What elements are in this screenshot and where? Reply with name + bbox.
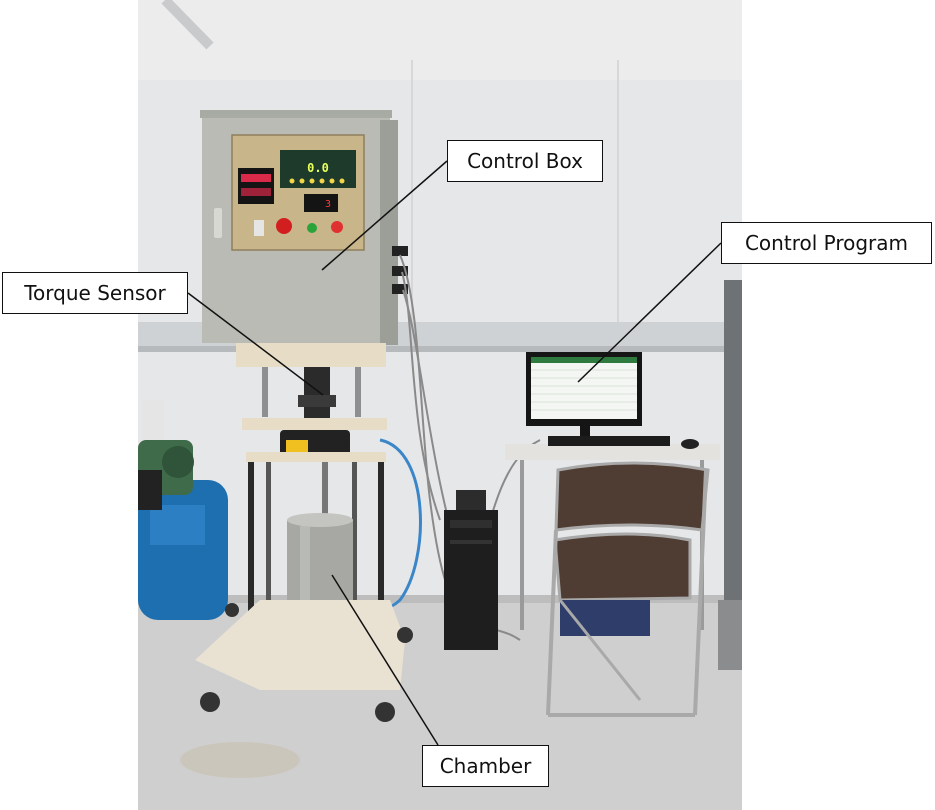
folding-chair bbox=[546, 461, 710, 717]
label-control-program: Control Program bbox=[721, 222, 932, 264]
rig-base bbox=[195, 600, 413, 722]
svg-text:3: 3 bbox=[325, 199, 331, 210]
leader-control-box bbox=[321, 160, 448, 271]
air-compressor bbox=[138, 400, 228, 620]
label-chamber: Chamber bbox=[422, 745, 549, 787]
leader-torque-sensor bbox=[187, 292, 324, 396]
keyboard bbox=[548, 436, 670, 446]
label-control-box: Control Box bbox=[447, 140, 603, 182]
leader-control-program bbox=[577, 242, 722, 383]
monitor-screen bbox=[531, 357, 637, 419]
svg-text:0.0: 0.0 bbox=[307, 161, 329, 175]
test-rig-frame bbox=[236, 343, 387, 652]
mouse bbox=[681, 439, 699, 449]
photo: 0.0 3 bbox=[138, 0, 742, 810]
pc-tower bbox=[444, 490, 498, 650]
gas-cylinder bbox=[724, 280, 742, 620]
leader-chamber bbox=[331, 574, 439, 746]
control-box-cabinet: 0.0 3 bbox=[200, 110, 408, 345]
label-torque-sensor: Torque Sensor bbox=[2, 272, 188, 314]
callout-leaders bbox=[187, 160, 722, 746]
